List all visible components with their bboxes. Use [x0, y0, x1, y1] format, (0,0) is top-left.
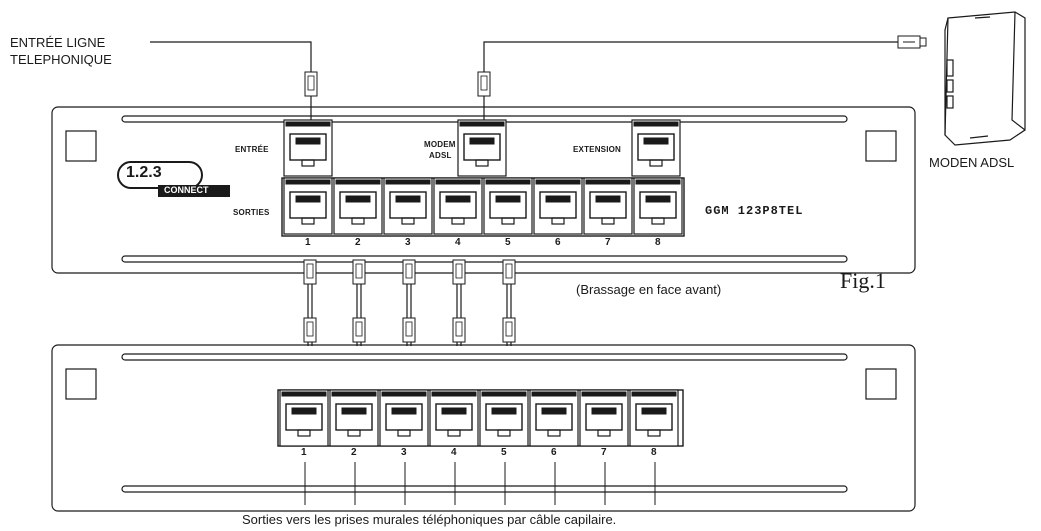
logo-text: 1.2.3	[126, 164, 162, 181]
patch-plug-top	[452, 259, 466, 285]
footer-label: Sorties vers les prises murales téléphon…	[242, 512, 617, 527]
entree-port-label: ENTRÉE	[235, 145, 269, 154]
modem-label-1: MODEM	[424, 140, 456, 149]
patch-plug-top	[502, 259, 516, 285]
modem-cable-line	[483, 41, 898, 72]
bottom-panel-mount-hole-left	[65, 368, 97, 400]
patch-plug-top	[352, 259, 366, 285]
bottom-panel-mount-hole-right	[865, 368, 897, 400]
patch-plug-bottom	[502, 317, 516, 343]
port-number: 6	[555, 237, 561, 248]
top-output-port	[283, 177, 333, 235]
patch-plug-top	[303, 259, 317, 285]
port-number: 6	[551, 447, 557, 458]
port-number: 5	[505, 237, 511, 248]
port-number: 2	[351, 447, 357, 458]
bottom-panel-slot-top	[121, 353, 848, 361]
bottom-output-port	[579, 389, 629, 447]
sorties-label: SORTIES	[233, 208, 270, 217]
top-port-block	[281, 177, 685, 237]
adsl-modem-device	[944, 11, 1026, 146]
patch-plug-bottom	[303, 317, 317, 343]
patch-plug-bottom	[452, 317, 466, 343]
top-output-port	[633, 177, 683, 235]
top-output-port	[483, 177, 533, 235]
modem-label-2: ADSL	[429, 151, 452, 160]
port-number: 1	[301, 447, 307, 458]
entree-ligne-label-2: TELEPHONIQUE	[10, 52, 112, 67]
entree-ligne-leader	[150, 41, 312, 72]
top-output-port	[383, 177, 433, 235]
extension-port	[631, 119, 681, 177]
patch-plug-bottom	[352, 317, 366, 343]
brassage-label: (Brassage en face avant)	[576, 282, 722, 297]
bottom-panel-slot-bottom	[121, 485, 848, 493]
modem-plug	[897, 35, 927, 49]
bottom-output-port	[329, 389, 379, 447]
top-panel-mount-hole-right	[865, 130, 897, 162]
patch-plug-top	[402, 259, 416, 285]
top-output-port	[583, 177, 633, 235]
port-number: 3	[405, 237, 411, 248]
port-number: 5	[501, 447, 507, 458]
port-number: 4	[451, 447, 457, 458]
fig-label: Fig.1	[840, 268, 886, 293]
extension-label: EXTENSION	[573, 145, 622, 154]
port-number: 3	[401, 447, 407, 458]
entree-ligne-label-1: ENTRÉE LIGNE	[10, 35, 106, 50]
entree-port	[283, 119, 333, 177]
top-output-port	[533, 177, 583, 235]
entree-plug	[304, 71, 318, 97]
bottom-panel-frame	[51, 344, 916, 512]
port-number: 2	[355, 237, 361, 248]
port-number: 8	[655, 237, 661, 248]
modem-port	[457, 119, 507, 177]
port-number: 7	[601, 447, 607, 458]
123-connect-logo	[117, 161, 230, 197]
port-number: 7	[605, 237, 611, 248]
port-number: 4	[455, 237, 461, 248]
model-label: GGM 123P8TEL	[705, 204, 804, 218]
port-number: 1	[305, 237, 311, 248]
top-output-port	[333, 177, 383, 235]
bottom-output-port	[479, 389, 529, 447]
modem-cable-plug	[477, 71, 491, 97]
bottom-output-port	[379, 389, 429, 447]
patch-plug-bottom	[402, 317, 416, 343]
bottom-output-port	[629, 389, 679, 447]
bottom-output-port	[529, 389, 579, 447]
top-panel-mount-hole-left	[65, 130, 97, 162]
bottom-output-port	[429, 389, 479, 447]
logo-sub: CONNECT	[164, 185, 209, 195]
top-panel-slot-bottom	[121, 255, 848, 263]
bottom-output-port	[279, 389, 329, 447]
top-output-port	[433, 177, 483, 235]
port-number: 8	[651, 447, 657, 458]
modem-device-label: MODEN ADSL	[929, 155, 1015, 170]
